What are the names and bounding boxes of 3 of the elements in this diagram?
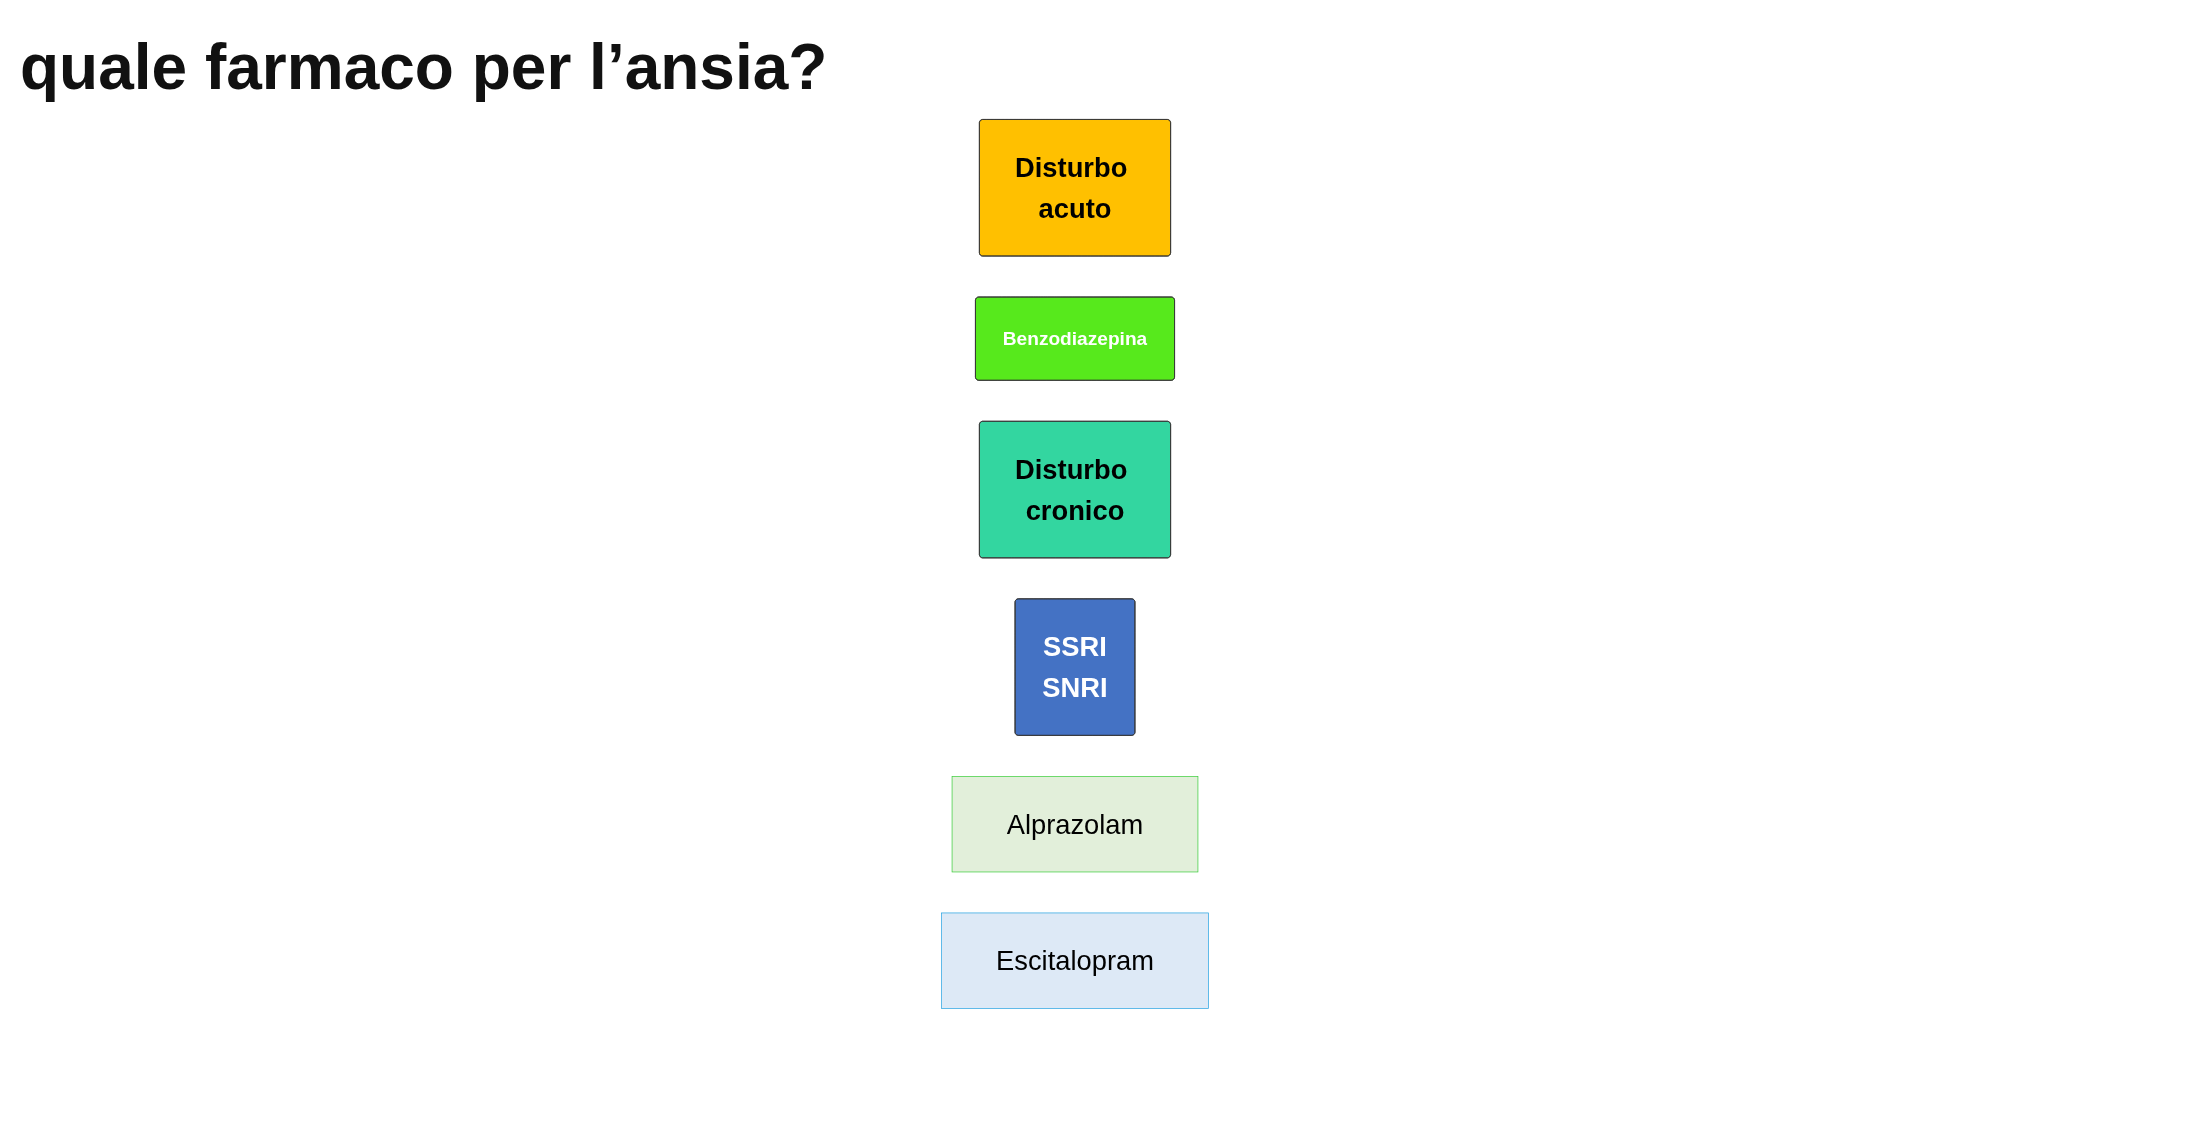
title: quale farmaco per l’ansia? [20,30,829,104]
node-box: Escitalopram [941,912,1209,1009]
node-box: Alprazolam [951,776,1199,873]
